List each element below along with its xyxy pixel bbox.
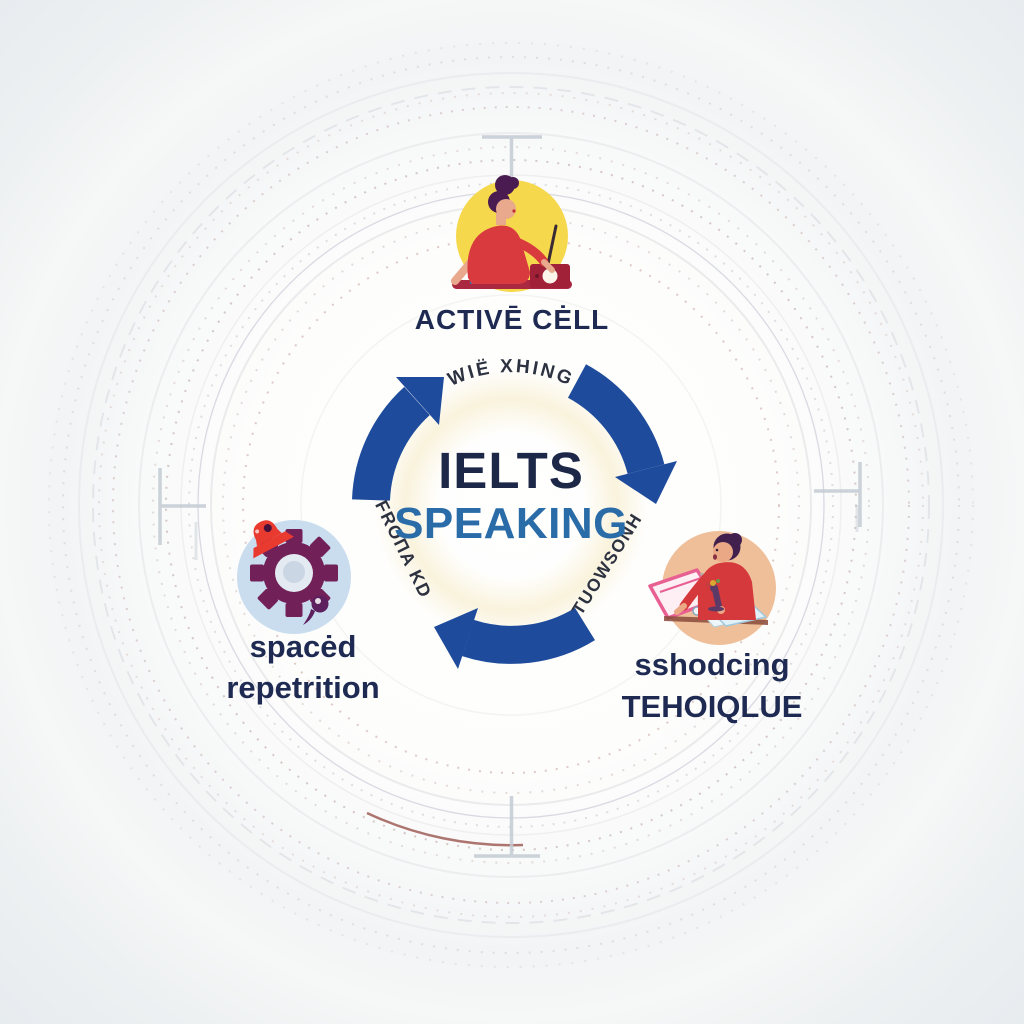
node-left-label: spacėd repetrition — [226, 626, 379, 708]
alarm-bell-icon — [253, 520, 294, 559]
node-right-label-line1: sshodcing — [634, 647, 790, 682]
red-accent-arc — [366, 811, 524, 847]
woman-listening-radio-icon — [451, 175, 572, 292]
gear-with-alarm-bell-icon — [237, 520, 351, 634]
arrow-right-down-icon — [567, 364, 677, 504]
marker-right — [814, 462, 862, 527]
center-title-line1: IELTS — [438, 442, 584, 499]
node-right-label: sshodcing TEHOIQLUE — [622, 644, 803, 728]
registration-markers — [158, 135, 862, 858]
node-right-label-line2: TEHOIQLUE — [621, 689, 803, 724]
arrow-left-up-icon — [352, 377, 444, 502]
marker-left — [158, 468, 206, 545]
center-title-line2: SPEAKING — [394, 499, 628, 548]
marker-bottom — [474, 796, 540, 858]
center-title: IELTS SPEAKING — [394, 445, 628, 548]
arrow-bottom-left-icon — [434, 607, 595, 669]
node-top-label: ACTIVĒ CĖLL — [414, 304, 610, 335]
node-left-label-line2: repetrition — [226, 670, 380, 705]
man-writing-at-desk-icon — [648, 531, 776, 645]
speech-bubble-icon — [303, 595, 329, 625]
node-left-label-line1: spacėd — [249, 629, 357, 664]
cycle-arrows — [352, 364, 677, 669]
